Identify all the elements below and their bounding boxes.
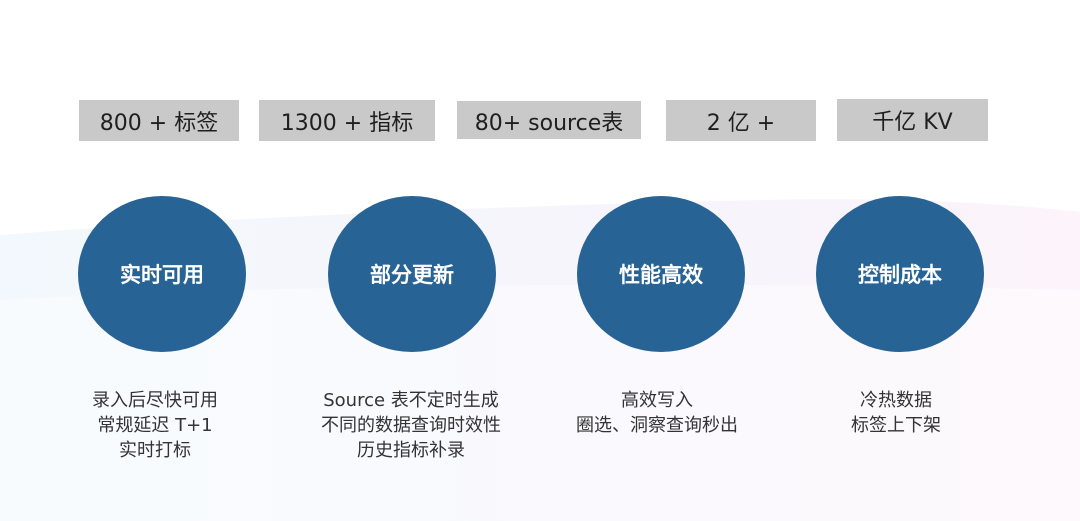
- pillar-realtime-desc: 录入后尽快可用 常规延迟 T+1 实时打标: [35, 388, 275, 463]
- pillar-realtime: 实时可用: [78, 196, 246, 352]
- stat-kv: 千亿 KV: [837, 99, 988, 141]
- stat-tags: 800 + 标签: [79, 100, 239, 141]
- desc-line: 实时打标: [119, 440, 191, 461]
- desc-line: 冷热数据: [860, 390, 932, 411]
- pillar-cost-desc: 冷热数据 标签上下架: [776, 388, 1016, 438]
- desc-line: 标签上下架: [851, 415, 941, 436]
- desc-line: 高效写入: [621, 390, 693, 411]
- stat-users: 2 亿 +: [666, 100, 816, 141]
- pillar-performance-desc: 高效写入 圈选、洞察查询秒出: [537, 388, 777, 438]
- stat-source-tables: 80+ source表: [457, 101, 641, 139]
- desc-line: 常规延迟 T+1: [97, 415, 213, 436]
- desc-line: 不同的数据查询时效性: [321, 415, 501, 436]
- stat-metrics: 1300 + 指标: [259, 100, 435, 141]
- desc-line: Source 表不定时生成: [323, 390, 499, 411]
- pillar-partial-update-desc: Source 表不定时生成 不同的数据查询时效性 历史指标补录: [291, 388, 531, 463]
- desc-line: 录入后尽快可用: [92, 390, 218, 411]
- pillar-performance: 性能高效: [577, 196, 745, 352]
- desc-line: 圈选、洞察查询秒出: [576, 415, 738, 436]
- pillar-partial-update: 部分更新: [328, 196, 496, 352]
- desc-line: 历史指标补录: [357, 440, 465, 461]
- pillar-cost: 控制成本: [816, 196, 984, 352]
